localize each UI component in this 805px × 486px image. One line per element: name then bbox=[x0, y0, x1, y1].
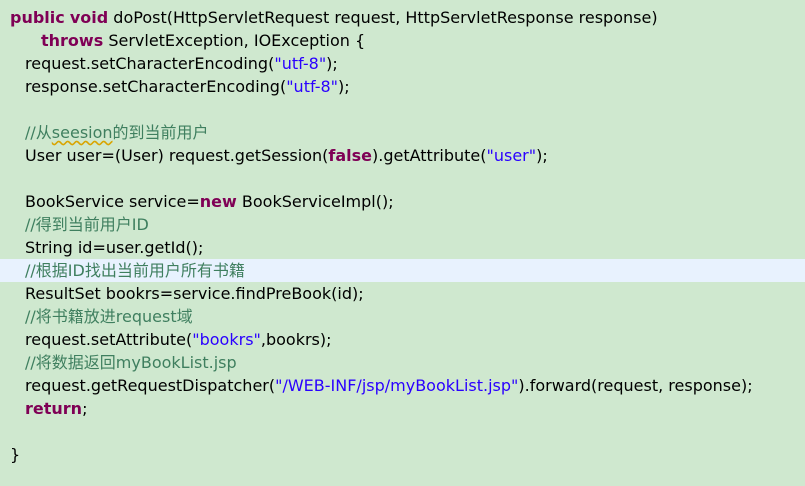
code-token: ); bbox=[338, 77, 350, 96]
code-line[interactable] bbox=[0, 167, 805, 190]
current-line[interactable]: //根据ID找出当前用户所有书籍 bbox=[0, 259, 805, 282]
comment-token: //得到当前用户ID bbox=[25, 215, 149, 234]
code-token: ).forward(request, response); bbox=[518, 376, 753, 395]
code-line[interactable]: String id=user.getId(); bbox=[0, 236, 805, 259]
code-line[interactable]: response.setCharacterEncoding("utf-8"); bbox=[0, 75, 805, 98]
code-token: response.setCharacterEncoding( bbox=[25, 77, 287, 96]
comment-token: //将书籍放进request域 bbox=[25, 307, 193, 326]
string-token: "utf-8" bbox=[274, 54, 327, 73]
keyword-token: false bbox=[328, 146, 372, 165]
code-line[interactable]: public void doPost(HttpServletRequest re… bbox=[0, 6, 805, 29]
code-token: ,bookrs); bbox=[260, 330, 332, 349]
code-line[interactable]: //将数据返回myBookList.jsp bbox=[0, 351, 805, 374]
code-line[interactable]: ResultSet bookrs=service.findPreBook(id)… bbox=[0, 282, 805, 305]
code-token: BookServiceImpl(); bbox=[236, 192, 394, 211]
code-line[interactable]: return; bbox=[0, 397, 805, 420]
string-token: "/WEB-INF/jsp/myBookList.jsp" bbox=[275, 376, 519, 395]
code-token: ).getAttribute( bbox=[372, 146, 487, 165]
code-token: ); bbox=[326, 54, 338, 73]
keyword-token: return bbox=[25, 399, 83, 418]
keyword-token: void bbox=[69, 8, 109, 27]
keyword-token: throws bbox=[41, 31, 104, 50]
code-token: request.setCharacterEncoding( bbox=[25, 54, 275, 73]
code-line[interactable]: User user=(User) request.getSession(fals… bbox=[0, 144, 805, 167]
code-line[interactable]: //得到当前用户ID bbox=[0, 213, 805, 236]
code-line[interactable]: request.setCharacterEncoding("utf-8"); bbox=[0, 52, 805, 75]
code-line[interactable]: request.getRequestDispatcher("/WEB-INF/j… bbox=[0, 374, 805, 397]
comment-token: 的到当前用户 bbox=[112, 123, 209, 142]
code-line[interactable]: //将书籍放进request域 bbox=[0, 305, 805, 328]
comment-token: //将数据返回myBookList.jsp bbox=[25, 353, 237, 372]
code-line[interactable] bbox=[0, 98, 805, 121]
code-line[interactable]: BookService service=new BookServiceImpl(… bbox=[0, 190, 805, 213]
code-token: doPost(HttpServletRequest request, HttpS… bbox=[108, 8, 658, 27]
code-line[interactable]: throws ServletException, IOException { bbox=[0, 29, 805, 52]
code-token: request.setAttribute( bbox=[25, 330, 193, 349]
code-token: } bbox=[10, 445, 21, 464]
code-line[interactable] bbox=[0, 420, 805, 443]
string-token: "utf-8" bbox=[286, 77, 339, 96]
code-token: BookService service= bbox=[25, 192, 200, 211]
keyword-token: new bbox=[199, 192, 237, 211]
comment-warning-token: seesion bbox=[51, 123, 113, 142]
code-token: request.getRequestDispatcher( bbox=[25, 376, 276, 395]
code-token: ); bbox=[536, 146, 548, 165]
code-line[interactable]: //从seesion的到当前用户 bbox=[0, 121, 805, 144]
code-token: ServletException, IOException { bbox=[103, 31, 366, 50]
comment-token: //根据ID找出当前用户所有书籍 bbox=[25, 261, 245, 280]
code-token: ; bbox=[82, 399, 88, 418]
code-token: ResultSet bookrs=service.findPreBook(id)… bbox=[25, 284, 364, 303]
keyword-token: public bbox=[10, 8, 65, 27]
string-token: "user" bbox=[486, 146, 537, 165]
code-token: String id=user.getId(); bbox=[25, 238, 204, 257]
code-line[interactable]: } bbox=[0, 443, 805, 466]
string-token: "bookrs" bbox=[192, 330, 261, 349]
comment-token: //从 bbox=[25, 123, 52, 142]
code-token: User user=(User) request.getSession( bbox=[25, 146, 329, 165]
code-line[interactable]: request.setAttribute("bookrs",bookrs); bbox=[0, 328, 805, 351]
